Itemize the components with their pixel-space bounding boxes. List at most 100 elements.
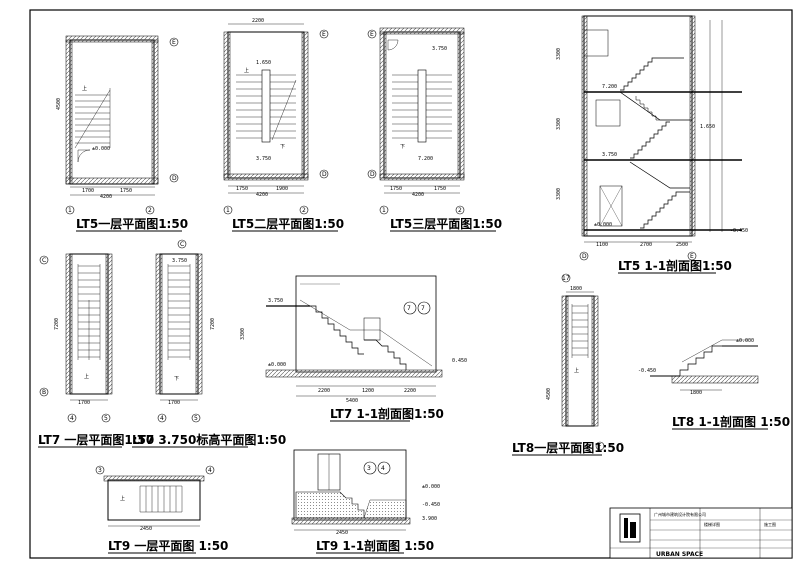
lt5-third-floor-title: LT5三层平面图1:50 <box>390 217 502 231</box>
lt8-first-floor-plan: 上 1800 4500 17 F LT8一层平面图1:50 <box>512 273 624 456</box>
svg-text:下: 下 <box>280 144 285 150</box>
svg-text:1750: 1750 <box>434 186 446 192</box>
svg-text:3: 3 <box>98 467 102 474</box>
lt7-first-floor-title: LT7 一层平面图1:50 <box>38 433 154 447</box>
svg-text:-0.450: -0.450 <box>730 228 748 234</box>
lt8-first-floor-title: LT8一层平面图1:50 <box>512 441 624 455</box>
svg-text:上: 上 <box>120 495 125 502</box>
svg-text:4: 4 <box>160 415 164 422</box>
svg-text:7200: 7200 <box>210 318 216 330</box>
svg-text:C: C <box>42 257 46 264</box>
svg-text:0.450: 0.450 <box>452 358 467 364</box>
svg-text:D: D <box>172 175 177 182</box>
lt7-section-title: LT7 1-1剖面图1:50 <box>330 406 444 421</box>
svg-text:7.200: 7.200 <box>418 156 433 162</box>
svg-text:7: 7 <box>421 305 425 312</box>
svg-text:施工图: 施工图 <box>764 521 776 527</box>
svg-text:±0.000: ±0.000 <box>92 146 110 152</box>
svg-text:1700: 1700 <box>168 400 180 406</box>
svg-text:3.750: 3.750 <box>432 46 447 52</box>
svg-text:D: D <box>582 253 587 260</box>
lt9-first-floor-plan: 上 2450 3 4 LT9 一层平面图 1:50 <box>95 465 228 554</box>
lt7-3750-title: LT7 3.750标高平面图1:50 <box>132 432 286 447</box>
svg-text:-0.450: -0.450 <box>422 502 440 508</box>
svg-text:2500: 2500 <box>676 242 688 248</box>
svg-text:3.750: 3.750 <box>172 258 187 264</box>
svg-text:2200: 2200 <box>404 388 416 394</box>
svg-text:4200: 4200 <box>100 194 112 200</box>
lt7-section: 7 7 3.750 ±0.000 0.450 3300 2200 1200 22… <box>240 275 467 422</box>
svg-text:7: 7 <box>407 305 411 312</box>
svg-text:上: 上 <box>84 373 89 380</box>
svg-text:4: 4 <box>208 467 212 474</box>
lt5-third-floor-plan: 7.200 3.750 下 4200 1750 1750 1 2 E D LT5… <box>367 27 502 232</box>
svg-text:3.750: 3.750 <box>256 156 271 162</box>
lt9-first-floor-title: LT9 一层平面图 1:50 <box>108 539 228 553</box>
svg-text:E: E <box>690 253 694 260</box>
svg-text:1800: 1800 <box>570 286 582 292</box>
svg-text:7.200: 7.200 <box>602 84 617 90</box>
lt8-section: -0.450 ±0.000 1800 LT8 1-1剖面图 1:50 <box>638 338 790 430</box>
svg-text:7200: 7200 <box>54 318 60 330</box>
svg-text:上: 上 <box>244 67 249 74</box>
svg-text:上: 上 <box>574 367 579 374</box>
svg-text:1100: 1100 <box>596 242 608 248</box>
svg-text:4500: 4500 <box>56 98 62 110</box>
svg-text:1.650: 1.650 <box>700 124 715 130</box>
svg-text:URBAN SPACE: URBAN SPACE <box>656 551 703 558</box>
svg-text:3: 3 <box>367 465 371 472</box>
svg-text:E: E <box>172 39 176 46</box>
svg-text:下: 下 <box>174 376 179 382</box>
svg-text:5400: 5400 <box>346 398 358 404</box>
lt5-second-floor-title: LT5二层平面图1:50 <box>232 217 344 231</box>
svg-text:B: B <box>42 389 46 396</box>
svg-text:C: C <box>180 241 184 248</box>
svg-text:5: 5 <box>194 415 198 422</box>
svg-text:楼梯详图: 楼梯详图 <box>704 521 720 527</box>
svg-text:3300: 3300 <box>556 48 562 60</box>
svg-text:4200: 4200 <box>256 192 268 198</box>
svg-text:1: 1 <box>382 207 386 214</box>
svg-text:1700: 1700 <box>82 188 94 194</box>
svg-text:±0.000: ±0.000 <box>422 484 440 490</box>
svg-text:±0.000: ±0.000 <box>268 362 286 368</box>
svg-text:±0.000: ±0.000 <box>736 338 754 344</box>
svg-text:E: E <box>370 31 374 38</box>
svg-text:1900: 1900 <box>276 186 288 192</box>
svg-text:D: D <box>370 171 375 178</box>
svg-text:4500: 4500 <box>546 388 552 400</box>
svg-text:2: 2 <box>458 207 462 214</box>
svg-text:4: 4 <box>381 465 385 472</box>
lt5-section-title: LT5 1-1剖面图1:50 <box>618 258 732 273</box>
svg-text:2200: 2200 <box>318 388 330 394</box>
lt5-first-floor-title: LT5一层平面图1:50 <box>76 217 188 231</box>
svg-text:下: 下 <box>400 144 405 150</box>
svg-text:D: D <box>322 171 327 178</box>
svg-text:2200: 2200 <box>252 18 264 24</box>
svg-text:上: 上 <box>82 85 87 92</box>
svg-text:3.750: 3.750 <box>268 298 283 304</box>
svg-text:1.650: 1.650 <box>256 60 271 66</box>
svg-text:17: 17 <box>562 275 570 282</box>
title-block: 广州城市建筑设计院有限公司 楼梯详图 施工图 URBAN SPACE <box>609 507 793 559</box>
svg-text:1200: 1200 <box>362 388 374 394</box>
svg-text:2700: 2700 <box>640 242 652 248</box>
lt5-section: 7.200 3.750 ±0.000 1.650 -0.450 3300 330… <box>556 15 748 274</box>
lt5-first-floor-plan: ±0.000 上 4200 1700 1750 4500 1 2 E D LT5… <box>56 35 188 232</box>
svg-text:3.750: 3.750 <box>602 152 617 158</box>
svg-text:1700: 1700 <box>78 400 90 406</box>
lt5-second-floor-plan: 1.650 3.750 上 下 2200 4200 1750 1900 1 2 … <box>223 18 344 232</box>
svg-text:2: 2 <box>302 207 306 214</box>
svg-text:1800: 1800 <box>690 390 702 396</box>
svg-text:1: 1 <box>226 207 230 214</box>
svg-text:4200: 4200 <box>412 192 424 198</box>
svg-text:E: E <box>322 31 326 38</box>
svg-text:3.900: 3.900 <box>422 516 437 522</box>
svg-text:±0.000: ±0.000 <box>594 222 612 228</box>
sheet-border <box>29 9 793 559</box>
lt7-3750-plan: 3.750 下 1700 7200 C 4 5 LT7 3.750标高平面图1:… <box>132 239 286 448</box>
svg-text:5: 5 <box>104 415 108 422</box>
svg-text:-0.450: -0.450 <box>638 368 656 374</box>
svg-text:1750: 1750 <box>236 186 248 192</box>
